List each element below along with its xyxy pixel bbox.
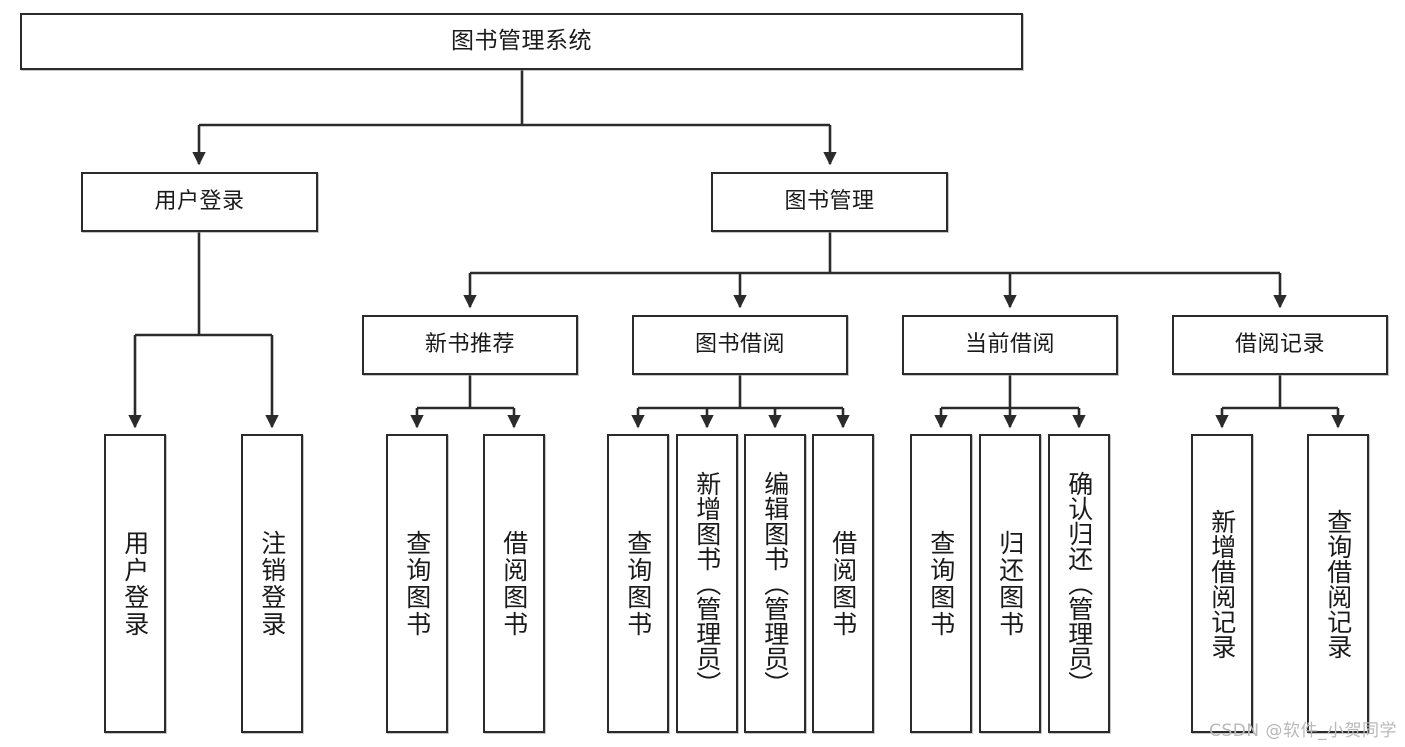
node-new-book-recommend[interactable]: 新书推荐 — [362, 315, 578, 375]
leaf-record-add-record[interactable]: 新增借阅记录 — [1191, 434, 1253, 733]
node-label: 当前借阅 — [964, 331, 1055, 357]
leaf-borrow-query-book[interactable]: 查询图书 — [607, 434, 669, 733]
node-label: 图书借阅 — [694, 331, 785, 357]
node-label: 查询借阅记录 — [1323, 508, 1353, 659]
leaf-recommend-borrow-book[interactable]: 借阅图书 — [483, 434, 545, 733]
node-label: 确认归还（管理员） — [1064, 471, 1094, 696]
node-label: 借阅图书 — [499, 529, 529, 638]
node-label: 用户登录 — [154, 188, 245, 214]
node-current-borrow[interactable]: 当前借阅 — [902, 315, 1118, 375]
leaf-current-query-book[interactable]: 查询图书 — [910, 434, 972, 733]
node-label: 用户登录 — [120, 529, 150, 638]
node-label: 归还图书 — [995, 529, 1025, 638]
node-book-management[interactable]: 图书管理 — [711, 172, 948, 232]
node-label: 注销登录 — [257, 529, 287, 638]
node-label: 编辑图书（管理员） — [760, 471, 790, 696]
leaf-user-logout[interactable]: 注销登录 — [241, 434, 303, 733]
node-label: 图书管理 — [784, 188, 875, 214]
leaf-user-login[interactable]: 用户登录 — [104, 434, 166, 733]
watermark: CSDN @软件_小贺同学 — [1209, 721, 1397, 741]
node-label: 查询图书 — [926, 529, 956, 638]
leaf-borrow-add-book-admin[interactable]: 新增图书（管理员） — [676, 434, 738, 733]
node-book-borrow[interactable]: 图书借阅 — [632, 315, 848, 375]
node-label: 新增借阅记录 — [1207, 508, 1237, 659]
node-label: 新书推荐 — [424, 331, 515, 357]
node-label: 借阅记录 — [1234, 331, 1325, 357]
node-label: 图书管理系统 — [451, 27, 592, 54]
node-user-login[interactable]: 用户登录 — [81, 172, 318, 232]
node-label: 借阅图书 — [828, 529, 858, 638]
node-label: 新增图书（管理员） — [692, 471, 722, 696]
node-borrow-record[interactable]: 借阅记录 — [1172, 315, 1388, 375]
leaf-current-confirm-return-admin[interactable]: 确认归还（管理员） — [1048, 434, 1110, 733]
leaf-recommend-query-book[interactable]: 查询图书 — [386, 434, 448, 733]
node-label: 查询图书 — [623, 529, 653, 638]
leaf-borrow-edit-book-admin[interactable]: 编辑图书（管理员） — [744, 434, 806, 733]
leaf-borrow-borrow-book[interactable]: 借阅图书 — [812, 434, 874, 733]
leaf-current-return-book[interactable]: 归还图书 — [979, 434, 1041, 733]
node-root-system[interactable]: 图书管理系统 — [20, 13, 1023, 70]
leaf-record-query-record[interactable]: 查询借阅记录 — [1307, 434, 1369, 733]
node-label: 查询图书 — [402, 529, 432, 638]
